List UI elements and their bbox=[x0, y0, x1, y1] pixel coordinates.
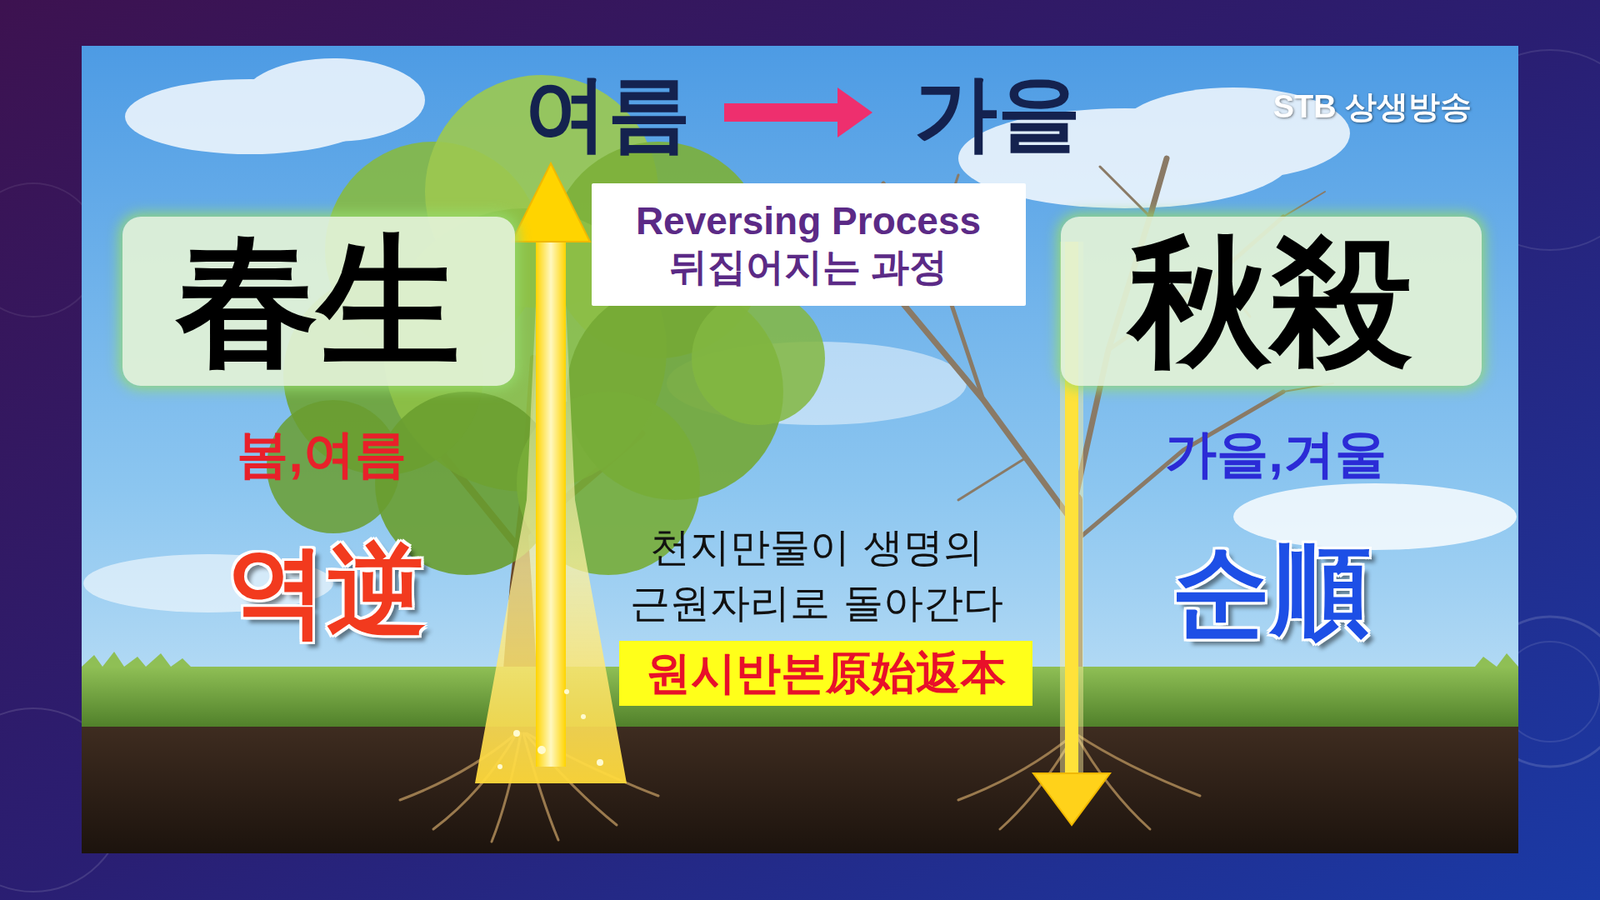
season-arrow bbox=[724, 87, 873, 138]
box-text: 뒤집어지는 과정 bbox=[669, 244, 949, 290]
direction-label: 순順 bbox=[1170, 532, 1371, 648]
season-heading: 가을 bbox=[914, 65, 1081, 161]
sparkle bbox=[596, 759, 604, 766]
twig bbox=[958, 458, 1025, 500]
sparkle bbox=[497, 764, 503, 770]
twig bbox=[1100, 166, 1150, 217]
sparkle bbox=[580, 714, 586, 720]
season-box: 秋殺 bbox=[1060, 216, 1482, 386]
sparkle bbox=[564, 689, 570, 695]
soil-band bbox=[81, 726, 1519, 854]
season-box: 春生 bbox=[122, 216, 515, 386]
twig bbox=[1283, 191, 1325, 217]
season-label: 가을,겨울 bbox=[1165, 424, 1386, 484]
season-label: 봄,여름 bbox=[236, 424, 406, 484]
arrow-head bbox=[511, 163, 590, 242]
box-text: 春生 bbox=[176, 230, 460, 372]
cloud bbox=[241, 58, 425, 142]
sparkle bbox=[513, 730, 520, 737]
arrow-shaft bbox=[724, 103, 841, 122]
watermark: STB 상생방송 bbox=[1273, 89, 1473, 126]
arrow-head bbox=[1033, 773, 1110, 825]
box-text: 원시반본原始返本 bbox=[645, 648, 1006, 698]
foliage bbox=[691, 291, 825, 425]
direction-label: 역逆 bbox=[226, 532, 427, 648]
arrow-shaft bbox=[535, 233, 566, 767]
box-text: 秋殺 bbox=[1129, 230, 1413, 372]
caption-box: Reversing Process뒤집어지는 과정 bbox=[591, 183, 1026, 306]
sparkles bbox=[497, 689, 604, 770]
sparkle bbox=[537, 745, 546, 755]
sky-panel bbox=[81, 45, 1519, 854]
box-text: Reversing Process bbox=[635, 198, 981, 245]
season-heading: 여름 bbox=[524, 65, 691, 161]
note-text: 천지만물이 생명의 근원자리로 돌아간다 bbox=[591, 519, 1042, 631]
highlight-box: 원시반본原始返本 bbox=[619, 640, 1033, 706]
arrow-head bbox=[837, 87, 873, 138]
